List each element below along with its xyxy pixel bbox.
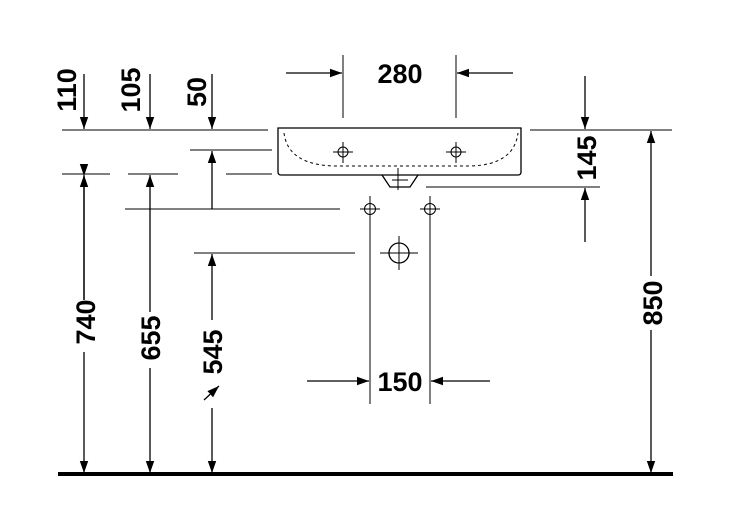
wall-connections — [360, 196, 440, 404]
basin — [277, 127, 522, 190]
dim-label-850: 850 — [638, 280, 668, 325]
dim-label-145: 145 — [572, 135, 602, 180]
dim-145: 145 — [572, 76, 602, 242]
dim-545: 545 — [198, 254, 228, 473]
dim-label-105: 105 — [116, 67, 146, 112]
dim-label-110: 110 — [52, 68, 82, 112]
dim-150: 150 — [307, 367, 490, 397]
dim-label-50: 50 — [182, 77, 212, 107]
dim-label-545: 545 — [198, 329, 228, 374]
dim-655: 655 — [136, 175, 166, 473]
reference-lines-left — [62, 129, 355, 254]
dim-110: 110 — [52, 68, 89, 300]
dim-50: 50 — [182, 74, 217, 129]
dim-105: 105 — [116, 67, 155, 129]
pointer-arrow-icon — [203, 385, 220, 401]
dim-280: 280 — [286, 55, 513, 118]
reference-lines-right — [426, 129, 672, 188]
dim-label-280: 280 — [377, 59, 422, 89]
dim-740: 740 — [71, 175, 101, 473]
dim-label-655: 655 — [136, 315, 166, 360]
dim-850: 850 — [638, 131, 668, 473]
dim-label-740: 740 — [71, 299, 101, 344]
dim-label-150: 150 — [377, 367, 422, 397]
